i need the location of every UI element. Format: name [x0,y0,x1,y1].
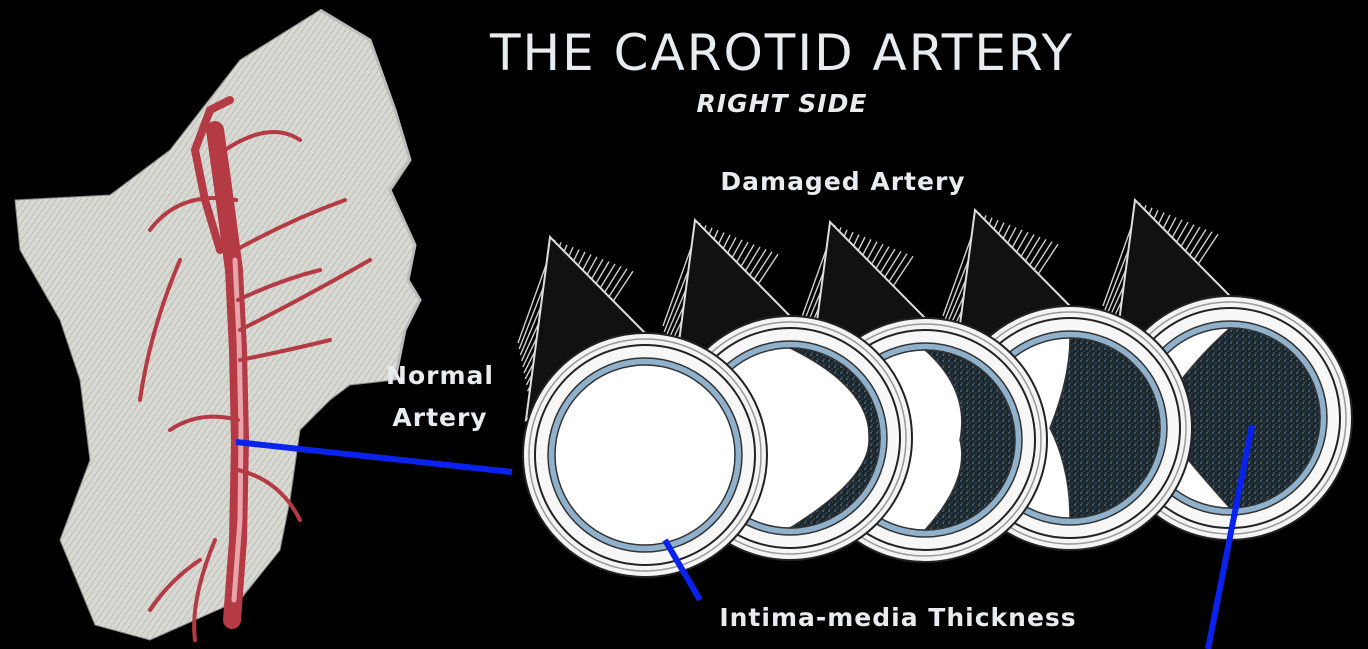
normal-artery-label-line2: Artery [392,403,487,432]
damaged-artery-label: Damaged Artery [720,167,965,196]
normal-artery-label-line1: Normal [386,361,494,390]
subtitle: RIGHT SIDE [697,89,868,118]
title: THE CAROTID ARTERY [489,24,1074,82]
imt-label: Intima-media Thickness [719,603,1076,632]
artery-lumen [555,365,735,545]
